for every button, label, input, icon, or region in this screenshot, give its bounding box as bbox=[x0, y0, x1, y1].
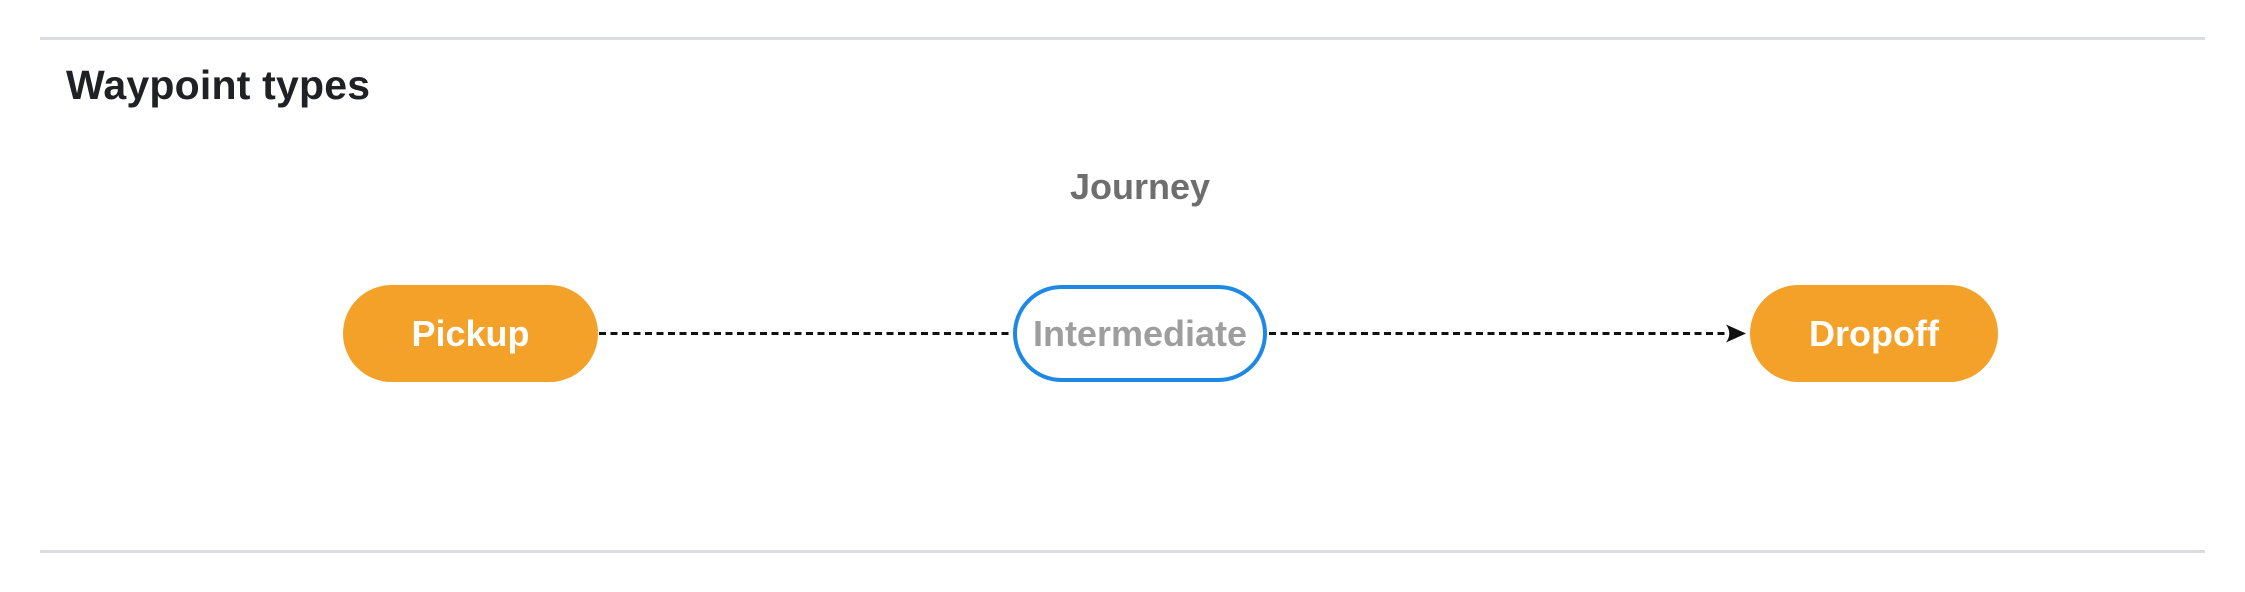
intermediate-node-label: Intermediate bbox=[1032, 312, 1248, 354]
bottom-divider bbox=[40, 550, 2205, 553]
intermediate-node: Intermediate bbox=[1013, 285, 1267, 382]
dropoff-node: Dropoff bbox=[1750, 285, 1998, 382]
top-divider bbox=[40, 37, 2205, 40]
journey-group-label: Journey bbox=[1069, 166, 1211, 207]
pickup-node-label: Pickup bbox=[411, 312, 530, 354]
pickup-node: Pickup bbox=[343, 285, 598, 382]
dropoff-node-label: Dropoff bbox=[1809, 312, 1939, 354]
page-title: Waypoint types bbox=[66, 62, 371, 108]
arrowhead-icon bbox=[1726, 324, 1746, 343]
